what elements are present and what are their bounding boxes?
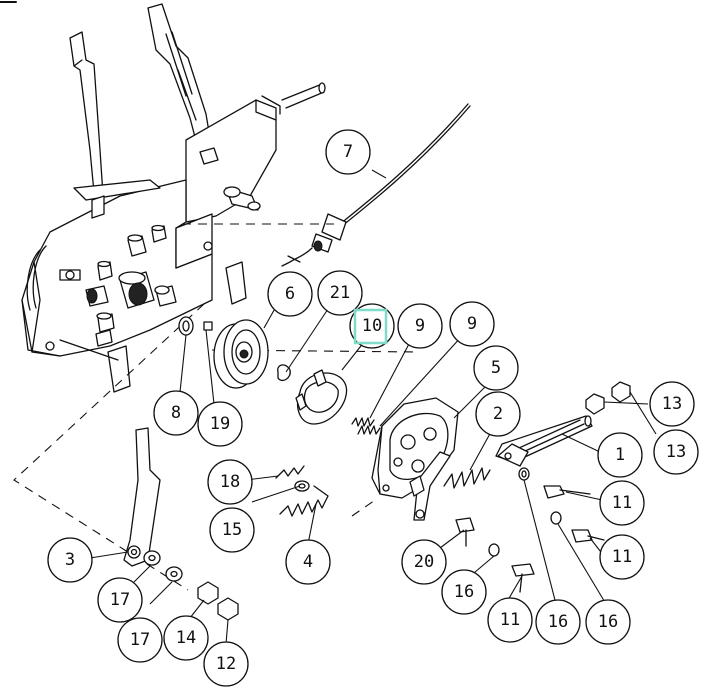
spring-18 — [275, 465, 305, 479]
callout-11a: 11 — [599, 480, 645, 526]
washer-15 — [294, 480, 310, 492]
washer-8 — [178, 316, 194, 336]
callout-9a: 9 — [397, 303, 443, 349]
callout-label: 8 — [171, 403, 181, 423]
callout-labels: 7 6 21 10 9 9 5 8 19 2 13 13 1 18 15 4 1… — [47, 129, 699, 687]
bolt-11a — [543, 485, 565, 499]
washer-16b — [550, 511, 562, 525]
callout-9b: 9 — [449, 301, 495, 347]
callout-label: 19 — [210, 414, 230, 434]
callout-5: 5 — [473, 345, 519, 391]
callout-label: 7 — [343, 142, 353, 162]
callout-label: 18 — [220, 472, 240, 492]
callout-label: 11 — [500, 610, 520, 630]
callout-label: 13 — [662, 394, 682, 414]
callout-13b: 13 — [653, 429, 699, 475]
bolt-20 — [455, 517, 475, 533]
callout-1: 1 — [597, 432, 643, 478]
highlight-box — [353, 308, 388, 345]
washer-17b — [165, 566, 183, 582]
callout-3: 3 — [47, 537, 93, 583]
spring-9a — [351, 417, 375, 427]
washer-16c — [488, 543, 500, 557]
bolt-11c — [511, 563, 535, 577]
cable-assembly — [281, 103, 471, 267]
callout-label: 17 — [110, 590, 130, 610]
plate-pins — [85, 147, 261, 347]
rod-1 — [495, 415, 593, 467]
washer-17a — [143, 550, 161, 566]
callout-13a: 13 — [649, 381, 695, 427]
leader-lines — [89, 169, 657, 645]
callout-label: 16 — [454, 582, 474, 602]
callout-18: 18 — [207, 459, 253, 505]
spring-4 — [279, 485, 329, 517]
bottom-tab — [107, 345, 131, 393]
spring-2 — [443, 467, 491, 489]
callout-21: 21 — [317, 270, 363, 316]
callout-label: 4 — [303, 552, 313, 572]
callout-label: 17 — [130, 630, 150, 650]
callout-label: 6 — [285, 284, 295, 304]
callout-4: 4 — [285, 539, 331, 585]
nut-13b — [611, 381, 631, 403]
callout-12: 12 — [203, 641, 249, 687]
callout-label: 10 — [362, 316, 382, 336]
callout-label: 9 — [415, 316, 425, 336]
callout-11b: 11 — [599, 534, 645, 580]
main-frame-assembly — [21, 3, 326, 393]
nut-12 — [217, 597, 239, 621]
snap-ring-21 — [277, 364, 291, 382]
nut-13a — [585, 393, 605, 415]
spring-9b — [357, 425, 381, 435]
callout-20: 20 — [401, 539, 447, 585]
callout-15: 15 — [209, 507, 255, 553]
split-collar-10 — [295, 369, 348, 425]
callout-2: 2 — [475, 391, 521, 437]
callout-label: 1 — [615, 445, 625, 465]
callout-label: 21 — [330, 283, 350, 303]
callout-label: 5 — [491, 358, 501, 378]
callout-7: 7 — [325, 129, 371, 175]
callout-label: 11 — [612, 547, 632, 567]
callout-label: 3 — [65, 550, 75, 570]
nut-14 — [197, 581, 219, 605]
callout-label: 9 — [467, 314, 477, 334]
callout-label: 15 — [222, 520, 242, 540]
callout-label: 20 — [414, 552, 434, 572]
key-19 — [203, 321, 213, 331]
pulley — [213, 319, 269, 389]
callout-14: 14 — [163, 615, 209, 661]
callout-label: 16 — [548, 612, 568, 632]
callout-label: 13 — [666, 442, 686, 462]
callout-label: 16 — [598, 612, 618, 632]
arm-3 — [123, 427, 161, 567]
brake-housing — [371, 397, 459, 521]
callout-19: 19 — [197, 401, 243, 447]
callout-17a: 17 — [97, 577, 143, 623]
callout-16a: 16 — [441, 569, 487, 615]
callout-8: 8 — [153, 390, 199, 436]
callout-label: 2 — [493, 404, 503, 424]
upper-bracket — [185, 99, 277, 223]
callout-16b: 16 — [535, 599, 581, 645]
callout-17b: 17 — [117, 617, 163, 663]
callout-label: 12 — [216, 654, 236, 674]
main-plate — [21, 179, 213, 357]
callout-16c: 16 — [585, 599, 631, 645]
callout-11c: 11 — [487, 597, 533, 643]
washer-16a — [518, 467, 530, 481]
callout-label: 11 — [612, 493, 632, 513]
callout-10: 10 — [349, 303, 395, 349]
callout-6: 6 — [267, 271, 313, 317]
callout-label: 14 — [176, 628, 196, 648]
